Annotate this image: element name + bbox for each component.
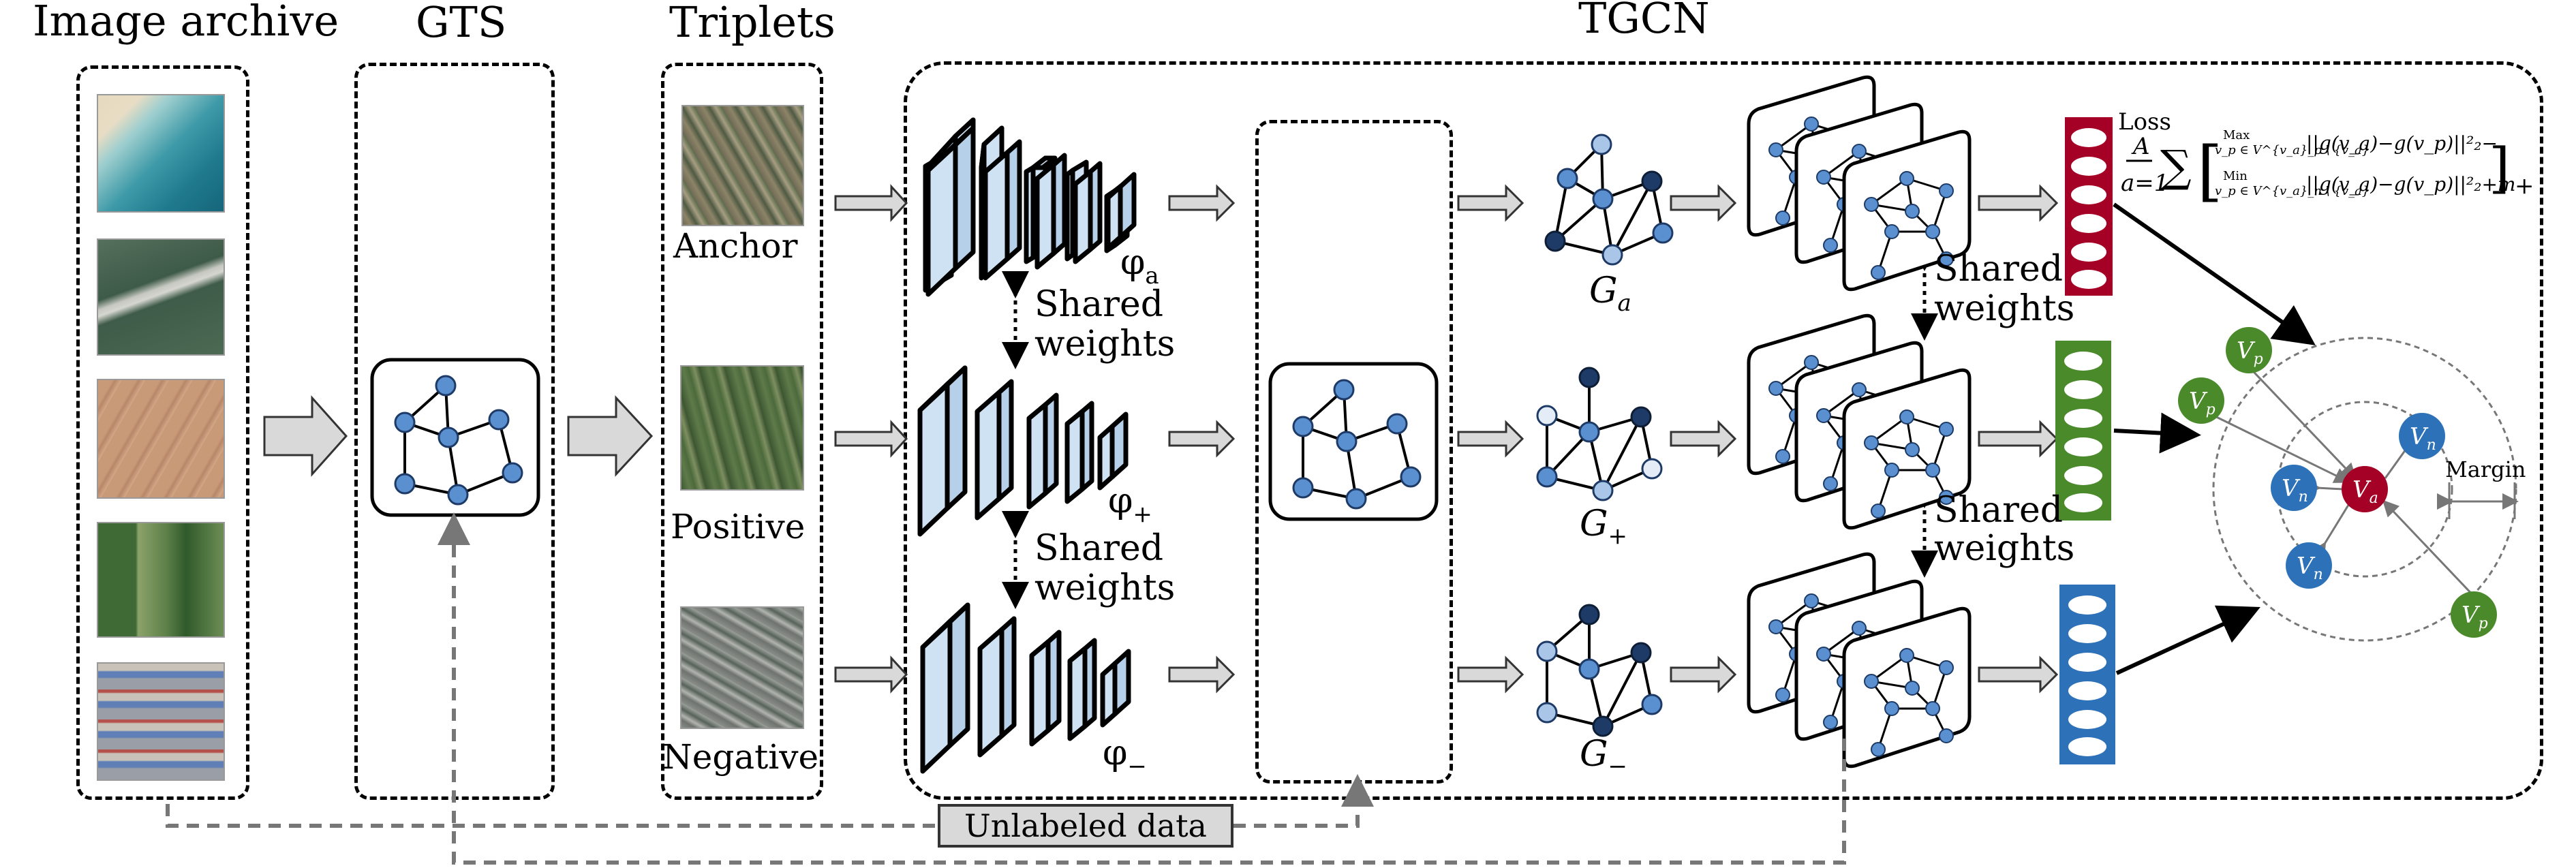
graph-anchor [1544,134,1674,266]
archive-image-desert [97,379,225,499]
archive-image-coast [97,94,225,213]
gcn-layer-card [1842,606,1972,769]
archive-image-farmland [97,522,225,638]
arrow-gts-to-triplets [567,395,654,477]
heading-tgcn: TGCN [1578,0,1710,43]
heading-gts: GTS [416,0,507,47]
image-archive-box [76,65,249,800]
cnn-shared-weights-1-line2: weights [1034,324,1175,365]
gcn-layer-stacks [1747,75,1972,769]
loss-sum-top: A [2131,133,2150,160]
loss-max-cond: v_p ∈ V^{v_a}_p \ {v_a} [2215,143,2370,157]
cnn-label-positive: φ+ [1108,480,1152,528]
loss-min-cond: v_p ∈ V^{v_a}_n \ {v_a} [2215,184,2370,198]
graph-positive [1536,367,1663,501]
gts-graph [370,358,540,517]
triplets-box [661,63,823,800]
embedding-positive [2055,341,2111,521]
triplet-anchor-label: Anchor [673,226,798,266]
embedding-space-labels: Margin Va Vp Vp Vp Vn Vn Vn [2189,337,2526,632]
gcn-shared-weights-2-line1: Shared [1934,490,2063,531]
archive-image-urban [97,662,225,781]
loss-min-label: Min [2223,169,2248,183]
loss-plus: + [2515,172,2534,200]
node-negative-label-3: Vn [2297,553,2323,583]
heading-triplets: Triplets [669,0,835,47]
graph-label-negative: G− [1580,734,1627,780]
tgcn-shared-graph [1268,362,1439,521]
node-positive-label-2: Vp [2189,388,2215,418]
node-anchor-label: Va [2352,476,2378,507]
loss-bracket-right: ] [2489,136,2510,200]
gcn-layer-card [1842,368,1972,530]
tgcn-box [904,61,2543,800]
row-arrows [834,184,2059,694]
embedding-arrows [2113,202,2316,675]
cnn-label-negative: φ− [1103,732,1147,780]
embedding-space [2178,327,2519,642]
node-negative-label-2: Vn [2282,475,2308,506]
loss-bracket-left: [ [2197,133,2222,209]
margin-label: Margin [2445,456,2526,482]
arrow-archive-to-gts [263,395,348,477]
graph-label-positive: G+ [1580,503,1627,550]
archive-image-bridge [97,238,225,356]
loss-max-label: Max [2223,128,2250,142]
graph-label-anchor: Ga [1589,270,1631,317]
cnn-shared-weights-2-line2: weights [1034,568,1175,608]
unlabeled-data-box: Unlabeled data [938,804,1233,848]
loss-formula: Loss A a=1 ∑ [ Max v_p ∈ V^{v_a}_p \ {v_… [2118,108,2534,209]
cnn-shared-weights-2-line1: Shared [1034,528,1163,569]
loss-title: Loss [2118,108,2171,136]
loss-max-term: ||g(v_a)−g(v_p)||²₂− [2306,132,2498,155]
cnn-shared-weights-1-line1: Shared [1034,284,1163,325]
triplet-anchor-image [681,105,804,226]
cnn-blocks-anchor [925,125,1137,297]
loss-sum-bottom: a=1 [2121,170,2168,197]
svg-text-labels: φa φ+ φ− Ga G+ G− Shared weights Shared … [1034,242,2074,780]
cnn-blocks-positive [917,365,1129,537]
unlabeled-data-connectors [166,512,1846,865]
triplet-negative-label: Negative [662,737,819,777]
gcn-shared-weights-2-line2: weights [1934,528,2074,569]
heading-image-archive: Image archive [33,0,339,46]
triplet-positive-label: Positive [671,507,806,546]
graph-negative [1536,604,1663,737]
gcn-shared-weights-1-line2: weights [1934,288,2074,329]
node-positive-label-1: Vp [2237,337,2263,368]
node-positive-label-3: Vp [2462,602,2488,632]
triplet-positive-image [680,365,804,491]
gcn-shared-weights-1-line1: Shared [1934,249,2063,290]
node-negative-label-1: Vn [2410,423,2436,454]
embedding-negative [2059,585,2115,764]
cnn-label-anchor: φa [1120,242,1159,290]
loss-min-term: ||g(v_a)−g(v_p)||²₂+m [2306,173,2515,196]
embedding-anchor [2065,117,2113,296]
cnn-blocks-negative [920,602,1131,774]
gcn-layer-card [1842,129,1972,292]
triplet-negative-image [680,606,804,729]
loss-sigma: ∑ [2160,142,2192,192]
